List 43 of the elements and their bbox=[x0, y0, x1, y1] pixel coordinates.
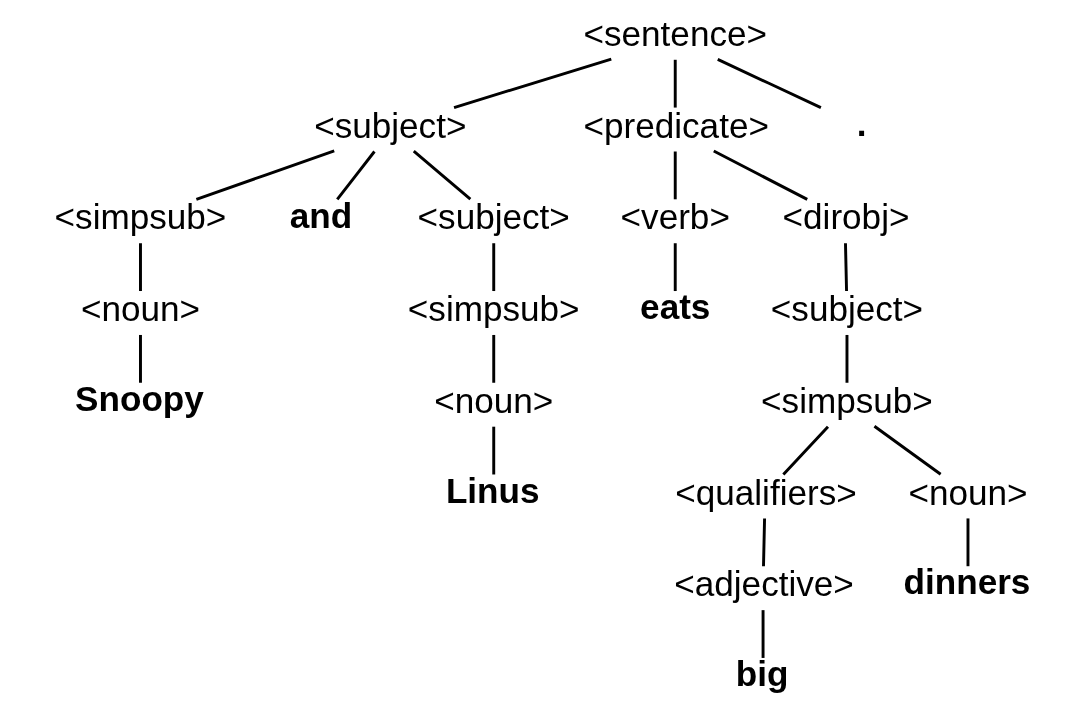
node-text: dinners bbox=[903, 562, 1030, 602]
node-text: <adjective> bbox=[673, 564, 854, 604]
node-text: <verb> bbox=[620, 197, 730, 237]
connector bbox=[966, 518, 969, 567]
connector bbox=[491, 334, 495, 383]
node-text: Linus bbox=[445, 470, 540, 510]
connector bbox=[843, 243, 848, 292]
connector bbox=[453, 57, 612, 109]
connector bbox=[781, 425, 829, 476]
connector bbox=[491, 426, 495, 475]
connector bbox=[673, 59, 677, 108]
node-text: <simpsub> bbox=[54, 197, 226, 237]
connector bbox=[761, 518, 766, 567]
connector bbox=[412, 149, 471, 201]
connector bbox=[845, 334, 848, 383]
node-text: <qualifiers> bbox=[674, 472, 857, 512]
node-text: <sentence> bbox=[583, 14, 767, 54]
node-text: <simpsub> bbox=[407, 289, 580, 329]
node-text: <dirobj> bbox=[782, 197, 909, 237]
node-text: <noun> bbox=[433, 380, 553, 420]
node-text: <noun> bbox=[907, 472, 1028, 512]
node-text: <subject> bbox=[770, 289, 923, 329]
connector bbox=[138, 243, 142, 292]
node-text: <predicate> bbox=[583, 105, 769, 145]
connector bbox=[873, 425, 941, 476]
node-text: Snoopy bbox=[74, 379, 204, 418]
connector bbox=[491, 243, 495, 292]
connector bbox=[761, 610, 765, 658]
connector bbox=[673, 243, 677, 292]
node-text: <noun> bbox=[80, 289, 200, 329]
connector bbox=[138, 334, 142, 383]
connector bbox=[712, 149, 808, 201]
node-text: . bbox=[856, 103, 866, 143]
connector bbox=[716, 58, 821, 109]
node-text: <subject> bbox=[417, 197, 570, 237]
node-text: <subject> bbox=[313, 105, 466, 145]
connector bbox=[195, 149, 335, 201]
node-text: <simpsub> bbox=[760, 380, 933, 420]
connector bbox=[673, 151, 677, 200]
node-text: and bbox=[289, 195, 352, 235]
node-text: eats bbox=[639, 287, 710, 327]
connector bbox=[335, 150, 376, 201]
node-text: big bbox=[735, 654, 788, 694]
